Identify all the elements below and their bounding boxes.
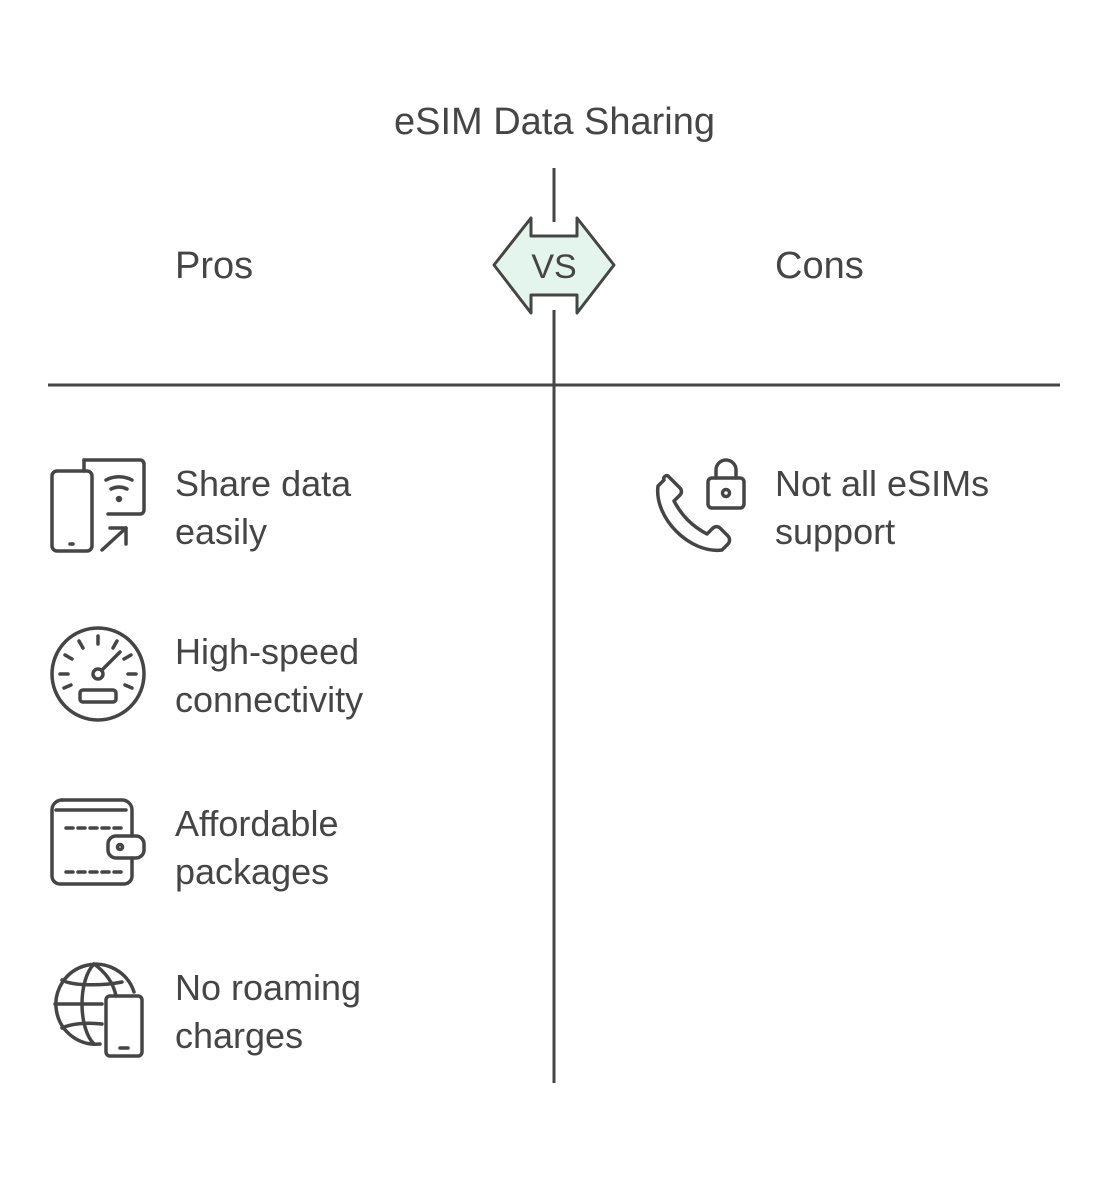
diagram-title: eSIM Data Sharing bbox=[393, 101, 716, 143]
pros-item-label: Share data easily bbox=[175, 463, 352, 552]
pros-item-label: No roaming charges bbox=[175, 967, 362, 1056]
pros-item-label: High-speed connectivity bbox=[175, 631, 364, 720]
cons-heading: Cons bbox=[775, 245, 864, 287]
speedometer-icon bbox=[50, 626, 146, 722]
pros-item-label: Affordable packages bbox=[175, 803, 339, 892]
phone-lock-icon bbox=[656, 458, 746, 552]
pros-heading: Pros bbox=[175, 245, 254, 287]
vs-label: VS bbox=[531, 248, 576, 286]
phone-wifi-share-icon bbox=[50, 458, 146, 553]
vs-badge bbox=[492, 216, 616, 315]
cons-item-label: Not all eSIMs support bbox=[775, 463, 990, 552]
wallet-icon bbox=[50, 798, 146, 886]
globe-phone-icon bbox=[53, 962, 144, 1058]
